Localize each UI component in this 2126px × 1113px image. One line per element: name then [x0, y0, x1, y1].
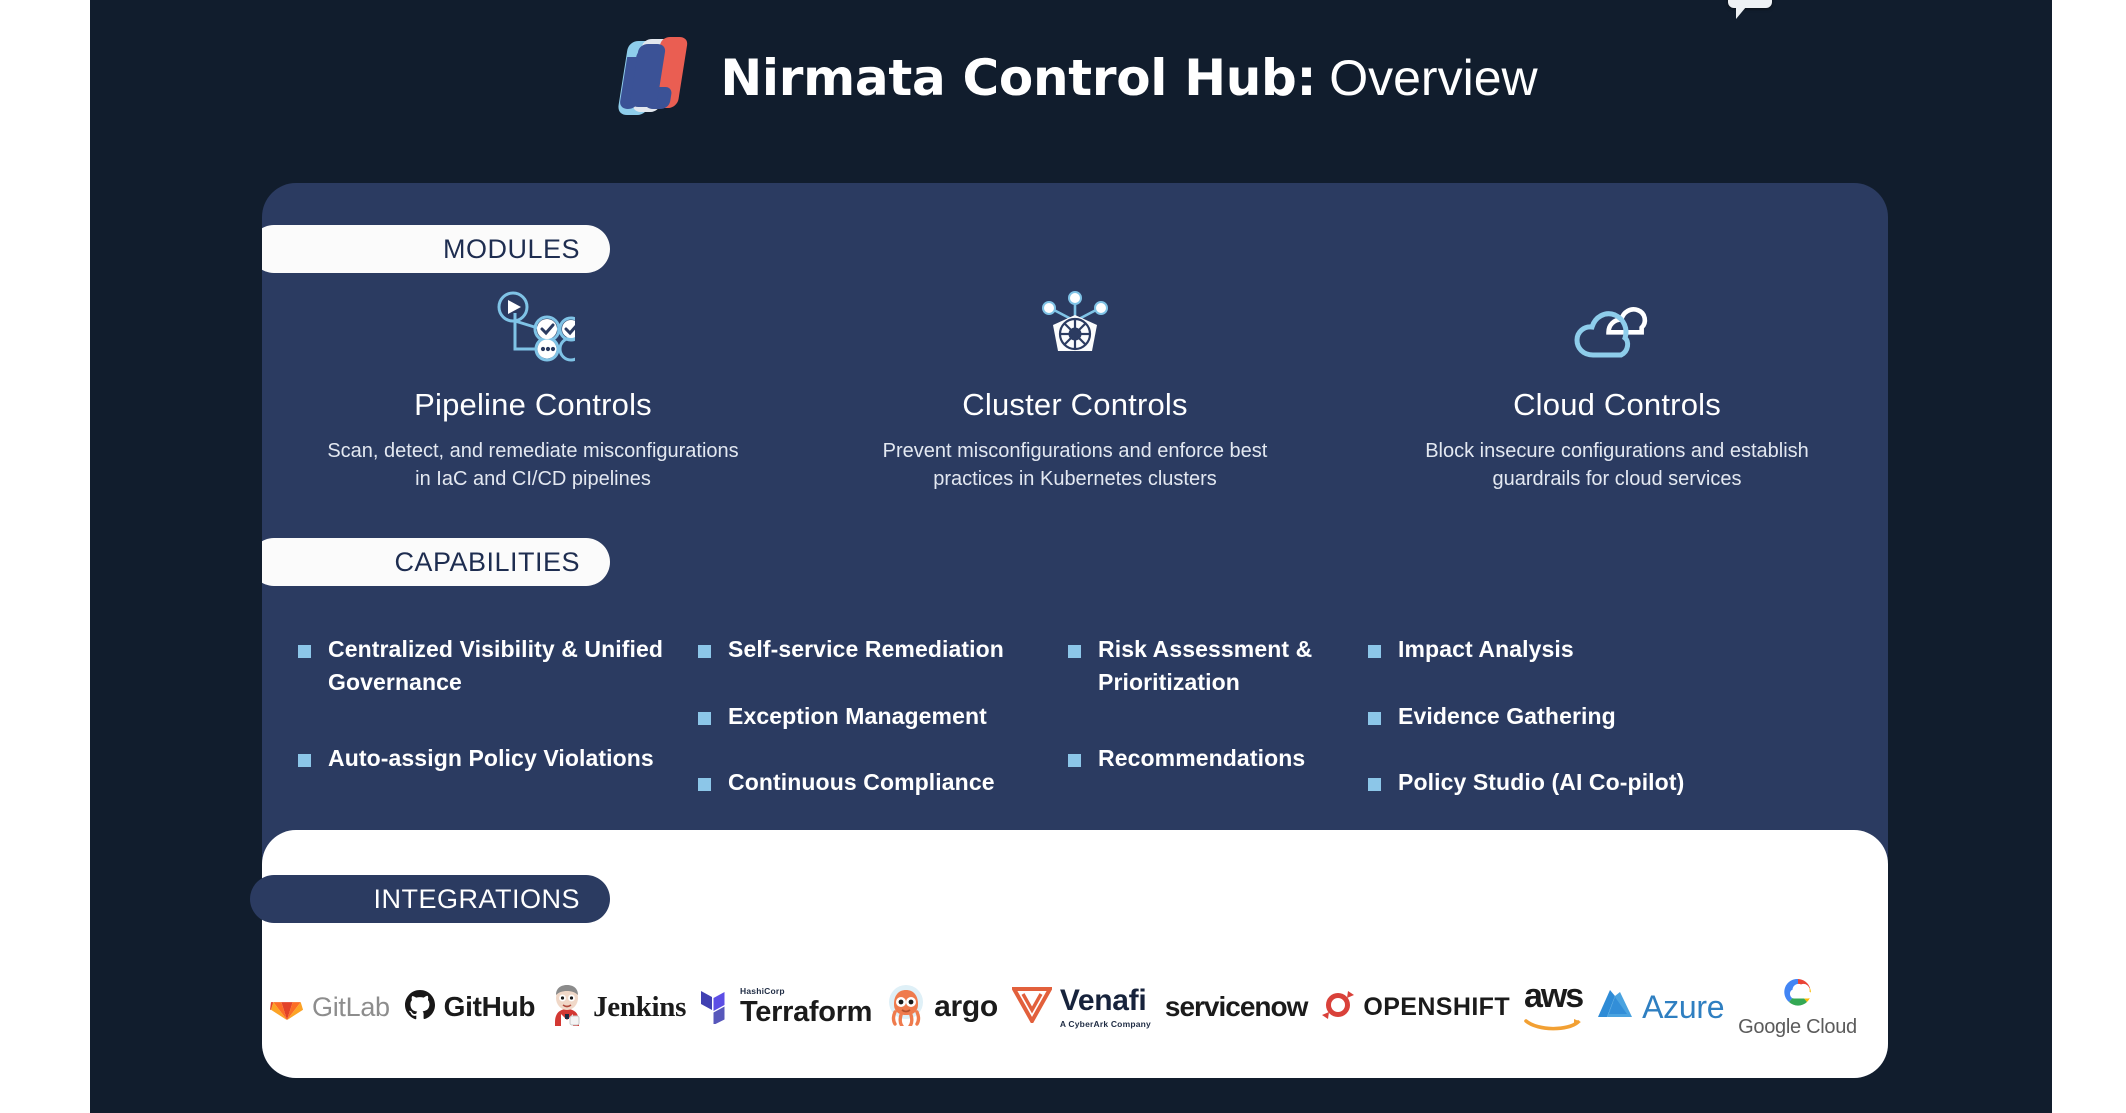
pipeline-graph-icon: [491, 291, 575, 365]
module-description: Scan, detect, and remediate misconfigura…: [327, 440, 739, 490]
capability-item[interactable]: Auto-assign Policy Violations: [298, 742, 698, 775]
bullet-square-icon: [298, 645, 311, 658]
google-cloud-icon: [1779, 976, 1817, 1013]
nirmata-n-logo-icon: [604, 33, 690, 123]
bullet-square-icon: [698, 645, 711, 658]
integration-sublabel: A CyberArk Company: [1059, 1018, 1151, 1029]
bullet-square-icon: [698, 711, 711, 725]
cloud-stack-icon: [1571, 291, 1663, 365]
capability-item[interactable]: Evidence Gathering: [1368, 700, 1748, 733]
module-pipeline-controls[interactable]: Pipeline Controls Scan, detect, and reme…: [262, 291, 804, 493]
bullet-square-icon: [1068, 645, 1081, 658]
bullet-square-icon: [698, 778, 711, 792]
integration-terraform[interactable]: HashiCorp Terraform: [700, 986, 872, 1029]
section-label-modules: MODULES: [262, 225, 610, 273]
integration-openshift[interactable]: OPENSHIFT: [1321, 989, 1510, 1026]
section-label-capabilities: CAPABILITIES: [262, 538, 610, 586]
capability-item[interactable]: Continuous Compliance: [698, 766, 1068, 799]
integration-gitlab[interactable]: GitLab: [270, 988, 390, 1027]
terraform-icon: [700, 986, 732, 1029]
integration-label: GitHub: [443, 991, 536, 1022]
capability-item[interactable]: Policy Studio (AI Co-pilot): [1368, 766, 1748, 799]
integration-servicenow[interactable]: servicenow: [1164, 991, 1309, 1023]
bullet-square-icon: [1368, 778, 1381, 792]
capability-item[interactable]: Centralized Visibility & Unified Governa…: [298, 633, 698, 698]
integration-label: argo: [934, 990, 998, 1023]
module-cluster-controls[interactable]: Cluster Controls Prevent misconfiguratio…: [804, 291, 1346, 493]
integration-azure[interactable]: Azure: [1596, 988, 1725, 1027]
bullet-square-icon: [298, 754, 311, 768]
capability-item[interactable]: Risk Assessment & Prioritization: [1068, 633, 1368, 698]
bullet-square-icon: [1068, 754, 1081, 768]
comment-bubble-icon[interactable]: [1728, 0, 1772, 19]
integration-venafi[interactable]: Venafi A CyberArk Company: [1010, 984, 1151, 1029]
modules-row: Pipeline Controls Scan, detect, and reme…: [262, 291, 1888, 493]
integration-label: aws: [1523, 977, 1584, 1015]
slide-background: Nirmata Control Hub: Overview MODULES: [90, 0, 2052, 1113]
integration-logos-row: GitLab GitHub: [270, 962, 1885, 1052]
bullet-square-icon: [1368, 645, 1381, 658]
capability-item[interactable]: Exception Management: [698, 700, 1068, 733]
page-title-bold: Nirmata Control Hub:: [720, 49, 1317, 107]
module-title: Cluster Controls: [962, 387, 1188, 422]
capability-label: Centralized Visibility & Unified Governa…: [328, 636, 664, 695]
page-title-light: Overview: [1329, 50, 1538, 106]
argo-octopus-icon: [886, 984, 926, 1031]
openshift-icon: [1321, 989, 1355, 1026]
integrations-card: [262, 830, 1888, 1078]
capabilities-column: Centralized Visibility & Unified Governa…: [298, 633, 698, 825]
capabilities-column: Self-service Remediation Exception Manag…: [698, 633, 1068, 825]
capability-label: Evidence Gathering: [1398, 702, 1616, 729]
capability-label: Recommendations: [1098, 745, 1306, 772]
capability-label: Exception Management: [728, 702, 987, 729]
integration-google-cloud[interactable]: Google Cloud: [1738, 976, 1857, 1039]
integration-argo[interactable]: argo: [886, 984, 998, 1031]
capability-item[interactable]: Recommendations: [1068, 742, 1368, 775]
integration-label: Azure: [1642, 988, 1725, 1025]
capability-label: Risk Assessment & Prioritization: [1098, 636, 1313, 695]
module-title: Cloud Controls: [1513, 387, 1721, 422]
integration-label: GitLab: [312, 991, 390, 1022]
integration-label: Terraform: [740, 995, 873, 1028]
capability-label: Auto-assign Policy Violations: [328, 745, 654, 772]
module-title: Pipeline Controls: [414, 387, 652, 422]
module-description: Block insecure configurations and establ…: [1425, 440, 1809, 490]
gitlab-fox-icon: [270, 988, 304, 1027]
bullet-square-icon: [1368, 711, 1381, 725]
integration-label: Venafi: [1059, 984, 1147, 1018]
integration-label: OPENSHIFT: [1363, 992, 1511, 1021]
integration-github[interactable]: GitHub: [404, 989, 536, 1026]
aws-swoosh-icon: [1524, 1018, 1582, 1037]
capabilities-column: Impact Analysis Evidence Gathering Polic…: [1368, 633, 1748, 825]
capability-label: Self-service Remediation: [728, 636, 1004, 662]
page-title: Nirmata Control Hub: Overview: [720, 49, 1537, 107]
github-octocat-icon: [404, 989, 436, 1026]
capability-item[interactable]: Impact Analysis: [1368, 633, 1748, 666]
integration-jenkins[interactable]: Jenkins: [549, 984, 686, 1031]
integration-label: Google Cloud: [1738, 1015, 1857, 1038]
module-cloud-controls[interactable]: Cloud Controls Block insecure configurat…: [1346, 291, 1888, 493]
integration-label: Jenkins: [593, 990, 687, 1023]
capability-item[interactable]: Self-service Remediation: [698, 633, 1068, 666]
capability-label: Impact Analysis: [1398, 636, 1574, 662]
integration-sublabel: HashiCorp: [740, 986, 785, 997]
capabilities-column: Risk Assessment & Prioritization Recomme…: [1068, 633, 1368, 825]
azure-triangle-icon: [1596, 988, 1634, 1027]
venafi-v-icon: [1010, 985, 1054, 1028]
capability-label: Continuous Compliance: [728, 769, 995, 796]
capability-label: Policy Studio (AI Co-pilot): [1398, 769, 1685, 796]
integration-aws[interactable]: aws: [1523, 977, 1584, 1037]
kubernetes-helm-icon: [1035, 291, 1115, 365]
section-label-integrations: INTEGRATIONS: [250, 875, 610, 923]
jenkins-butler-icon: [549, 984, 585, 1031]
slide-header: Nirmata Control Hub: Overview: [90, 28, 2052, 128]
integration-label: servicenow: [1164, 991, 1309, 1022]
module-description: Prevent misconfigurations and enforce be…: [882, 440, 1268, 490]
capabilities-grid: Centralized Visibility & Unified Governa…: [298, 633, 1878, 825]
